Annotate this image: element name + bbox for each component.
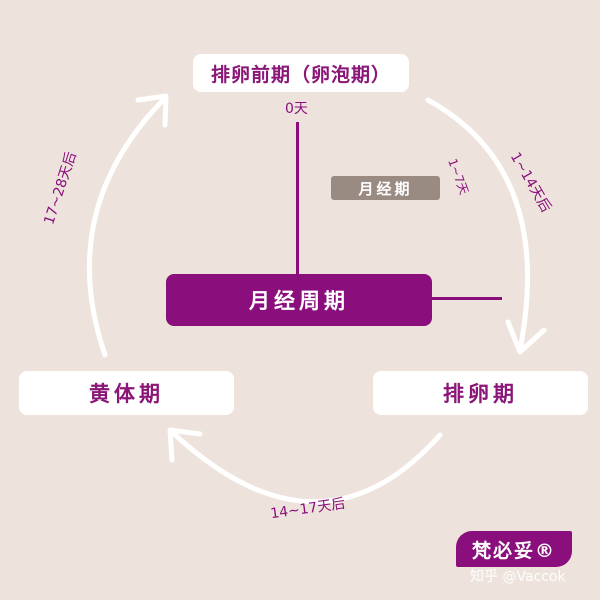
menstrual-cycle-label: 月经周期 (249, 289, 349, 313)
vertical-connector (296, 122, 299, 275)
luteal-phase-label: 黄体期 (89, 382, 164, 406)
arrow-top-to-right-head (505, 319, 547, 355)
brand-name: 梵必妥® (471, 539, 556, 562)
follicular-phase-box: 排卵前期（卵泡期） (193, 54, 409, 92)
brand-logo: 梵必妥® (456, 531, 572, 567)
menses-label: 月经期 (358, 179, 413, 198)
arrow-left-to-top-head (135, 93, 169, 128)
zhihu-watermark: 知乎 @Vaccok (470, 569, 566, 585)
zero-day-label: 0天 (285, 101, 308, 117)
menstrual-cycle-box: 月经周期 (166, 274, 432, 326)
ovulation-phase-label: 排卵期 (443, 382, 518, 406)
arrow-left-to-top (86, 95, 168, 358)
arrow-right-to-left-head (167, 427, 203, 463)
menses-tag: 月经期 (331, 176, 440, 200)
arrow-right-to-left (169, 429, 443, 505)
arrow-top-to-right (425, 97, 531, 353)
horizontal-connector (430, 297, 502, 300)
ovulation-phase-box: 排卵期 (373, 371, 588, 415)
follicular-phase-label: 排卵前期（卵泡期） (210, 63, 391, 86)
luteal-phase-box: 黄体期 (19, 371, 234, 415)
